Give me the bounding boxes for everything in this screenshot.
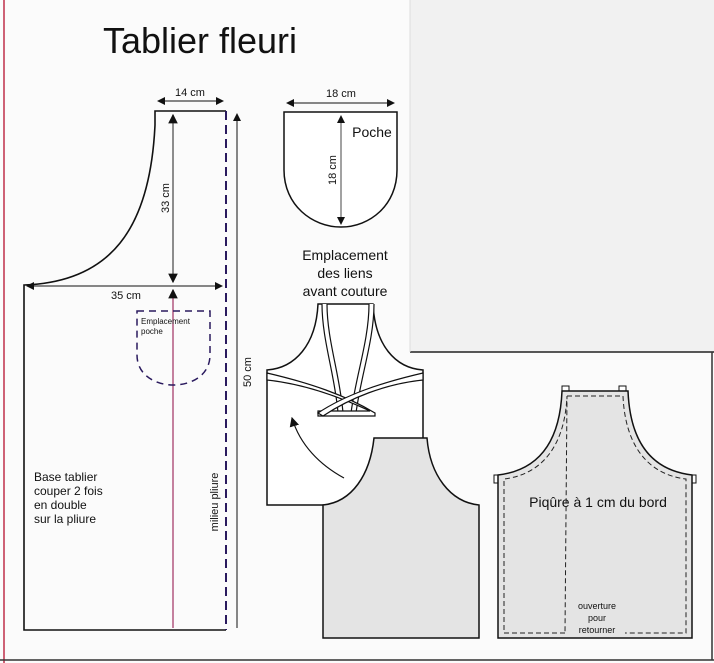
pocket-label: Poche [352, 124, 392, 140]
pocket-placement-label: Emplacement [141, 317, 191, 326]
background-panel [410, 0, 714, 352]
height-armhole-label: 33 cm [160, 183, 172, 213]
svg-text:des liens: des liens [317, 265, 372, 281]
pocket-width-label: 18 cm [326, 88, 356, 100]
apron-back-piece [322, 437, 480, 639]
waist-tie-right [316, 372, 424, 417]
svg-text:couper 2 fois: couper 2 fois [34, 484, 103, 498]
fold-label: milieu pliure [209, 473, 221, 532]
fold-arrow [289, 416, 345, 479]
finished-apron: Piqûre à 1 cm du bord ouverture pour ret… [493, 385, 697, 639]
svg-text:pour: pour [588, 613, 606, 623]
pocket-piece: 18 cm 18 cm Poche [283, 88, 398, 228]
base-apron-piece: 14 cm 33 cm 35 cm 50 cm Emplacement poch… [23, 87, 254, 631]
stitch-label: Piqûre à 1 cm du bord [529, 494, 667, 510]
svg-text:poche: poche [141, 327, 163, 336]
svg-text:en double: en double [34, 498, 87, 512]
opening-label: ouverture [578, 601, 616, 611]
pocket-height-label: 18 cm [327, 155, 339, 185]
svg-text:avant couture: avant couture [303, 283, 388, 299]
width-top-label: 14 cm [175, 87, 205, 99]
ties-step-diagram: Emplacement des liens avant couture [266, 247, 480, 639]
page-title: Tablier fleuri [103, 20, 297, 61]
svg-text:retourner: retourner [579, 625, 616, 635]
stitch-line [503, 395, 687, 634]
width-full-label: 35 cm [111, 290, 141, 302]
ties-caption: Emplacement [302, 247, 388, 263]
instructions-label: Base tablier [34, 470, 97, 484]
height-total-label: 50 cm [242, 357, 254, 387]
svg-text:sur la pliure: sur la pliure [34, 512, 96, 526]
